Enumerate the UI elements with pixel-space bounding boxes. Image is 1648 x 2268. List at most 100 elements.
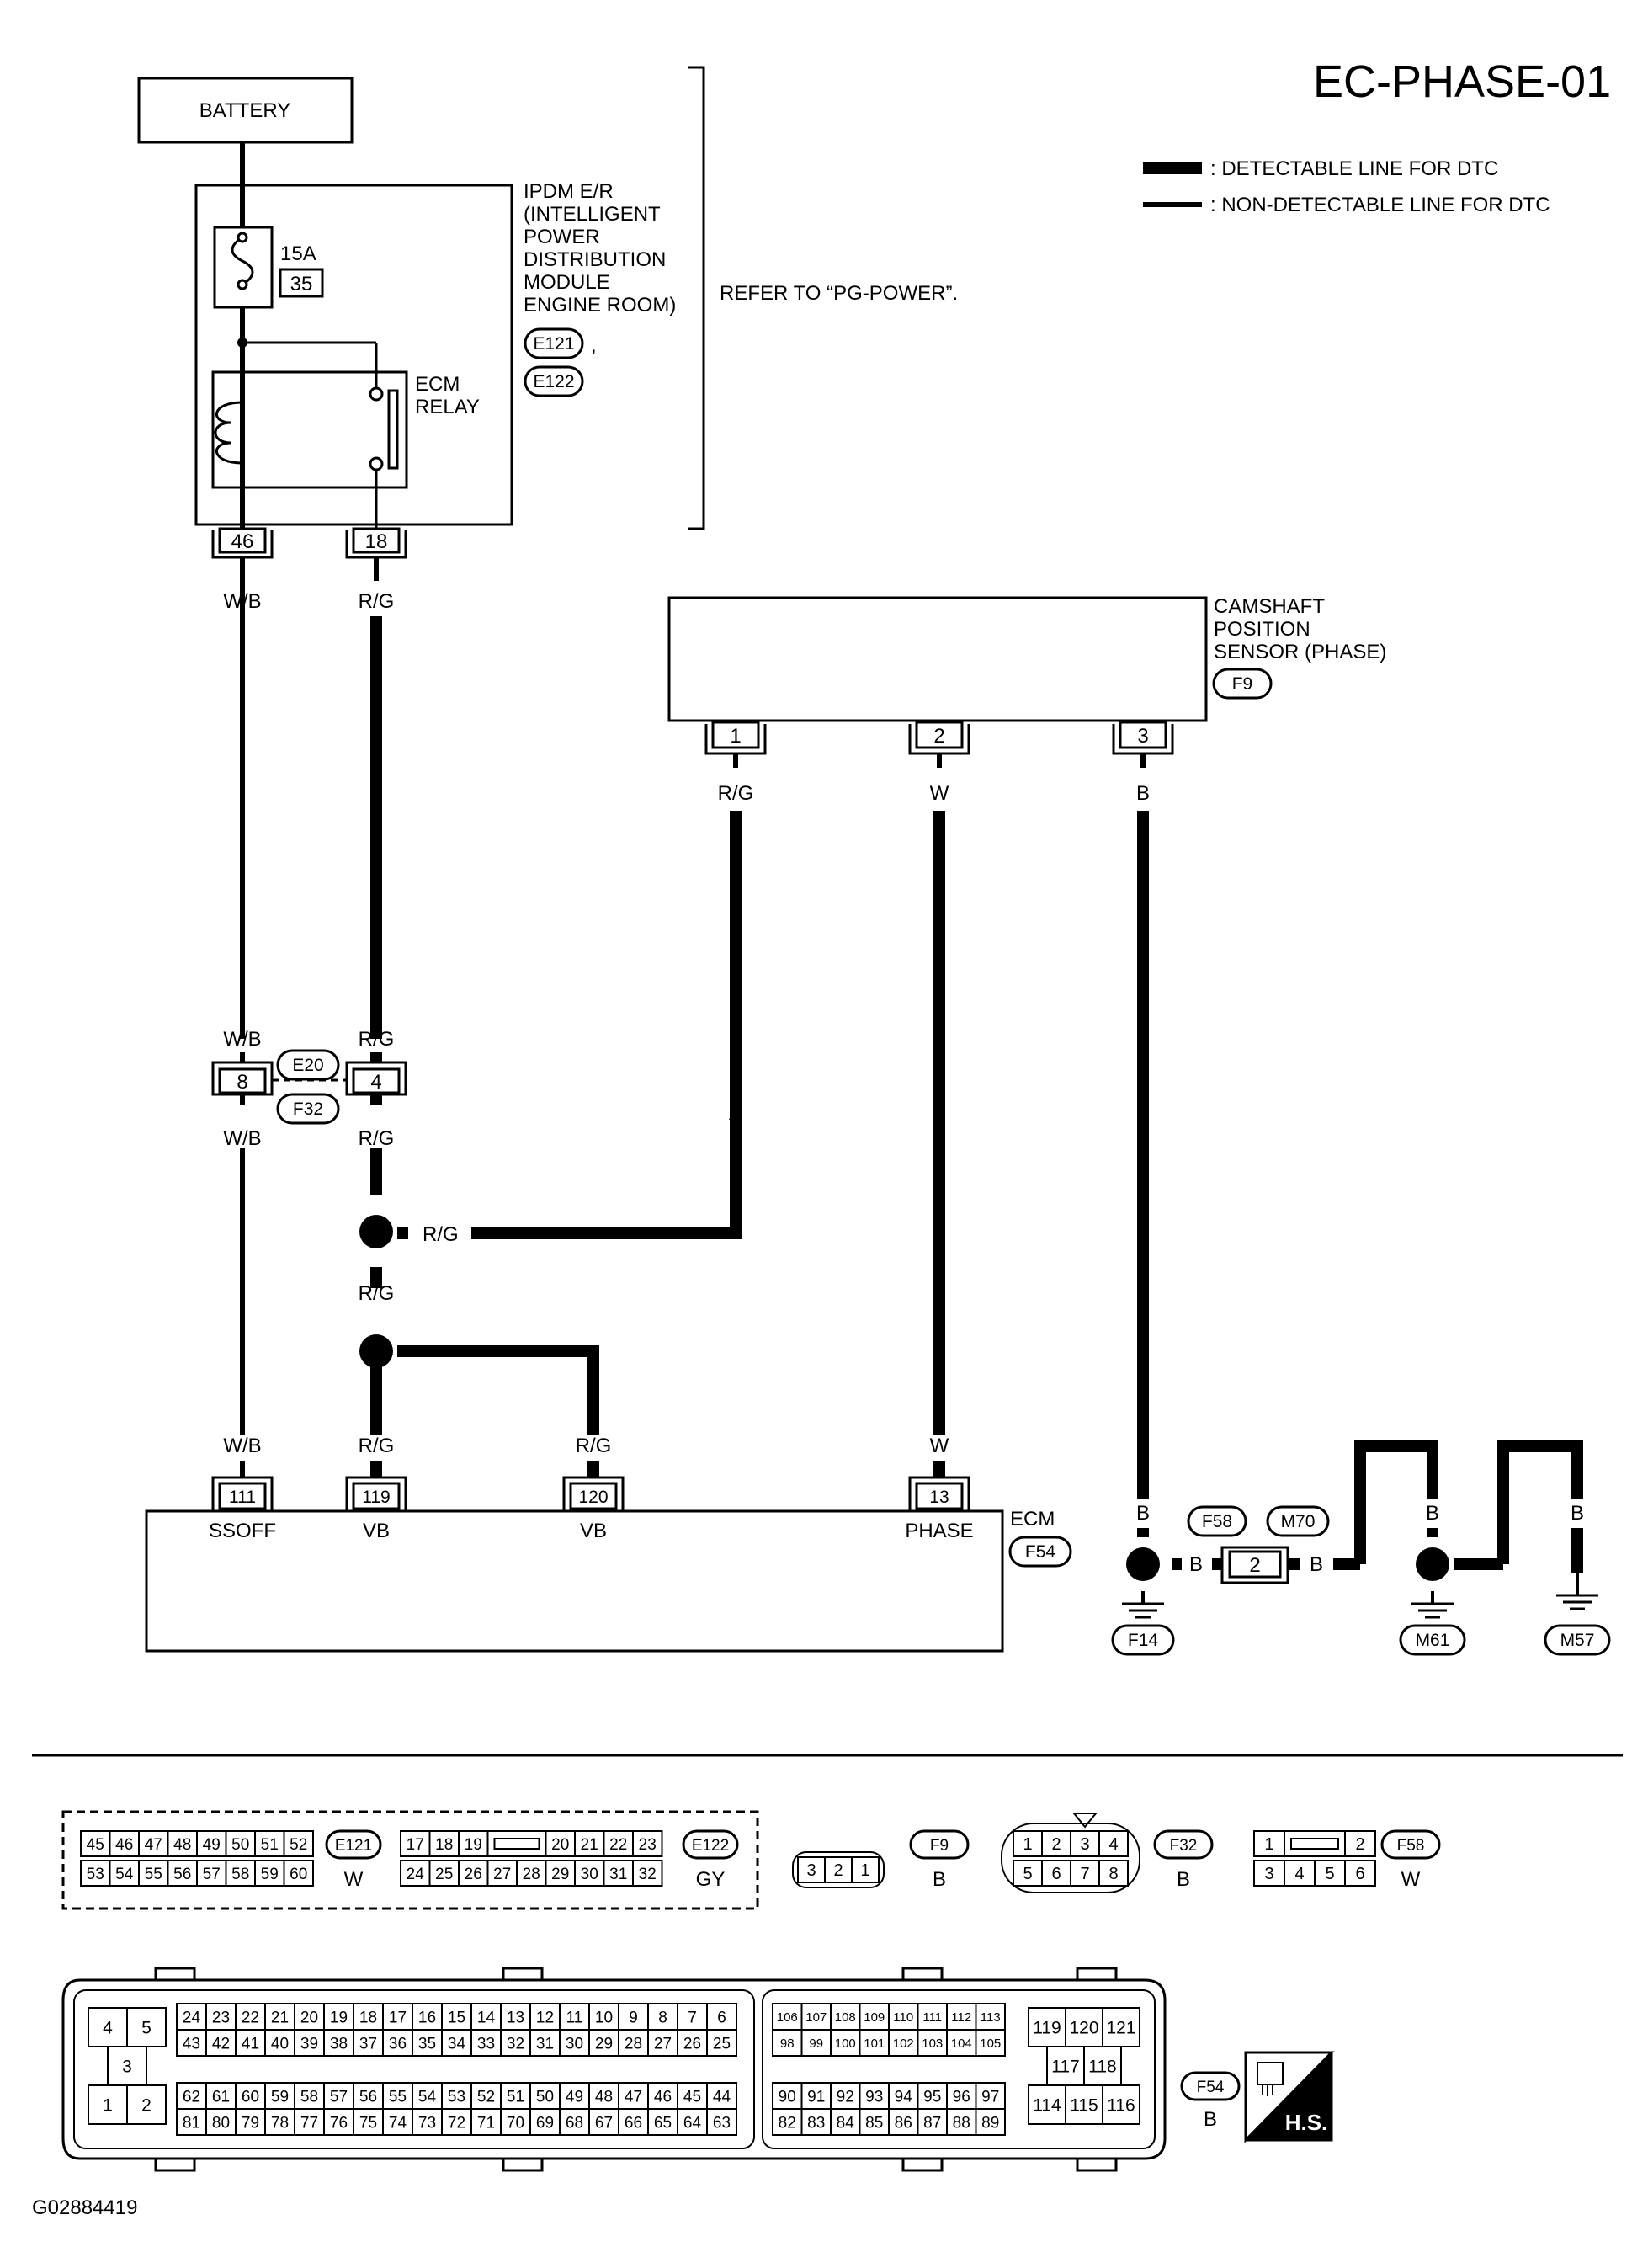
connector-pin-number: 95	[923, 2088, 941, 2106]
connector-pin-number: 60	[290, 1866, 307, 1883]
connector-pin-number: 106	[777, 2010, 798, 2025]
connector-pin-number: 32	[639, 1866, 657, 1883]
hs-badge: H.S.	[1244, 2051, 1335, 2143]
svg-text:MODULE: MODULE	[524, 271, 610, 294]
connector-pin-number: 77	[300, 2114, 318, 2132]
connector-pin-number: 22	[242, 2009, 259, 2026]
connector-pin	[851, 1856, 880, 1883]
connector-pin	[917, 2029, 948, 2057]
connector-pin	[632, 1830, 663, 1857]
connector-pin-number: 80	[212, 2114, 230, 2132]
connector-pin-number: 28	[625, 2035, 642, 2052]
connector-pin-number: 82	[779, 2114, 796, 2132]
connector-pin	[706, 2029, 737, 2057]
connector-pin-number: 70	[507, 2114, 524, 2132]
connector-pin-number: 24	[407, 1866, 425, 1883]
connector-pin	[205, 2108, 237, 2136]
connector-pin-number: 87	[923, 2114, 941, 2132]
connector-pin	[109, 1860, 140, 1887]
ipdm-connector-e121: E121	[533, 334, 574, 354]
connector-pin-number: 114	[1033, 2096, 1061, 2116]
connector-pin-number: 29	[595, 2035, 613, 2052]
connector-pin-number: 117	[1051, 2058, 1079, 2077]
connector-pin-number: 18	[359, 2009, 377, 2026]
connector-pin-number: 2	[1355, 1835, 1364, 1854]
connector-pin-number: 8	[658, 2009, 667, 2026]
connector-pin-number: 49	[203, 1836, 221, 1854]
wire-label-b: B	[1426, 1502, 1439, 1525]
svg-text:DISTRIBUTION: DISTRIBUTION	[524, 248, 666, 271]
connector-pin	[830, 2003, 861, 2031]
connector-pin-number: 45	[683, 2088, 701, 2106]
connector-pin-number: 30	[581, 1866, 598, 1883]
connector-pin-number: 75	[359, 2114, 377, 2132]
connector-pin-number: 24	[183, 2009, 201, 2026]
connector-pin-number: 50	[231, 1836, 249, 1854]
connector-pin-number: 56	[359, 2088, 377, 2106]
connector-e122-color: GY	[696, 1868, 726, 1891]
connector-e121-id: E121	[335, 1837, 372, 1855]
connector-pin	[80, 1860, 111, 1887]
connector-pin	[294, 2108, 325, 2136]
sensor-terminal-2: 2	[933, 725, 944, 748]
connector-pin	[412, 2108, 443, 2136]
wire-label-rg: R/G	[359, 1435, 395, 1457]
connector-pin-number: 9	[629, 2009, 638, 2026]
connector-pin	[975, 2108, 1006, 2136]
connector-pin-number: 40	[271, 2035, 289, 2052]
junction-dot	[359, 1215, 393, 1248]
connector-pin-number: 68	[566, 2114, 583, 2132]
connector-pin-number: 72	[448, 2114, 465, 2132]
connector-pin-number: 1	[1264, 1835, 1273, 1854]
ecm-label-vb: VB	[363, 1520, 390, 1542]
connector-pin-number: 76	[330, 2114, 348, 2132]
legend-non-detectable: : NON-DETECTABLE LINE FOR DTC	[1210, 194, 1550, 216]
ground-terminal-2: 2	[1249, 1554, 1260, 1577]
connector-pin-number: 67	[595, 2114, 613, 2132]
ipdm-connector-group	[61, 1810, 759, 1910]
connector-pin	[677, 2029, 708, 2057]
wire-label-rg: R/G	[359, 1127, 395, 1150]
connector-pin	[1098, 1860, 1129, 1887]
figure-id: G02884419	[32, 2196, 137, 2219]
refer-text: REFER TO “PG-POWER”.	[720, 282, 958, 305]
connector-f58-color: W	[1401, 1868, 1421, 1891]
connector-f58-id: F58	[1397, 1837, 1425, 1855]
connector-pin-number: 7	[1080, 1865, 1089, 1883]
ecm-label-phase: PHASE	[905, 1520, 973, 1542]
connector-pin	[138, 1830, 169, 1857]
connector-pin-number: 111	[922, 2010, 942, 2025]
connector-pin	[126, 2084, 167, 2125]
connector-pin-number: 74	[389, 2114, 407, 2132]
connector-pin-number: 11	[566, 2009, 583, 2026]
connector-pin-number: 3	[122, 2058, 132, 2077]
connector-pin-number: 115	[1070, 2096, 1098, 2116]
connector-pin-number: 49	[566, 2088, 583, 2106]
connector-pin-number: 31	[609, 1866, 627, 1883]
connector-pin-number: 48	[173, 1836, 191, 1854]
ecm-box	[145, 1509, 1004, 1653]
connector-pin-number: 26	[683, 2035, 701, 2052]
ground-connector-f58: F58	[1202, 1512, 1232, 1531]
connector-pin-number: 4	[1108, 1835, 1118, 1854]
connector-pin-number: 17	[389, 2009, 407, 2026]
connector-pin	[382, 2108, 413, 2136]
connector-pin-number: 17	[407, 1836, 424, 1854]
connector-pin-number: 4	[1294, 1865, 1304, 1883]
connector-pin-number: 99	[809, 2036, 823, 2051]
sensor-terminal-1: 1	[730, 725, 741, 748]
connector-pin	[323, 2108, 354, 2136]
connector-pin	[382, 2029, 413, 2057]
connector-pin	[167, 1860, 198, 1887]
ipdm-terminal-18: 18	[365, 530, 388, 553]
wire-label-b: B	[1571, 1502, 1584, 1525]
connector-pin	[486, 1860, 518, 1887]
connector-pin	[470, 2029, 502, 2057]
connector-pin	[529, 2108, 561, 2136]
connector-pin	[400, 1830, 431, 1857]
connector-pin	[772, 2108, 803, 2136]
connector-pin-number: 69	[536, 2114, 554, 2132]
connector-pin	[264, 2029, 295, 2057]
connector-pin-number: 85	[865, 2114, 883, 2132]
wire-label-wb: W/B	[223, 1028, 261, 1051]
